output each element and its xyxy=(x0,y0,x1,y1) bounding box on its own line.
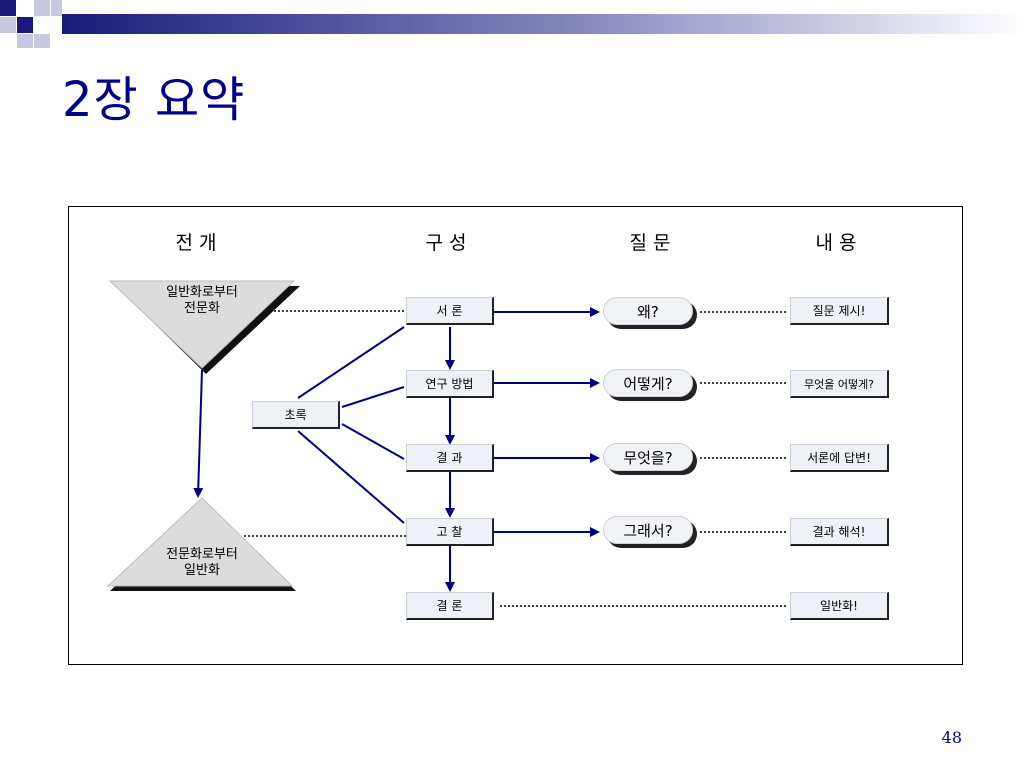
column-head-structure: 구 성 xyxy=(425,232,467,254)
arrow-triangles xyxy=(193,369,204,498)
content-interpret-results: 결과 해석! xyxy=(790,518,889,546)
abstract-to-intro xyxy=(297,326,405,399)
triangle-top xyxy=(108,280,296,369)
content-answer-intro: 서론에 답변! xyxy=(790,444,889,472)
page-title: 2장 요약 xyxy=(62,72,246,128)
section-methods: 연구 방법 xyxy=(406,370,494,398)
question-so-what: 그래서? xyxy=(603,516,697,548)
question-how: 어떻게? xyxy=(603,369,697,401)
header-decoration xyxy=(0,0,1024,48)
section-introduction: 서 론 xyxy=(406,297,494,325)
triangle-bottom-label: 전문화로부터 일반화 xyxy=(166,547,238,578)
page-number: 48 xyxy=(941,728,962,747)
section-results: 결 과 xyxy=(406,444,494,472)
content-generalize: 일반화! xyxy=(790,592,889,620)
triangle-bottom xyxy=(106,497,294,587)
question-label: 그래서? xyxy=(603,516,693,544)
triangle-top-label: 일반화로부터 전문화 xyxy=(166,285,238,316)
content-raise-question: 질문 제시! xyxy=(790,297,889,325)
column-head-content: 내 용 xyxy=(815,232,857,254)
question-label: 어떻게? xyxy=(603,369,693,397)
column-head-question: 질 문 xyxy=(629,232,671,254)
column-head-development: 전 개 xyxy=(175,232,217,254)
abstract-to-methods xyxy=(341,386,405,408)
question-label: 무엇을? xyxy=(603,443,693,471)
question-what: 무엇을? xyxy=(603,443,697,475)
section-discussion: 고 찰 xyxy=(406,518,494,546)
question-label: 왜? xyxy=(603,297,693,325)
content-what-how: 무엇을 어떻게? xyxy=(790,370,889,398)
abstract-to-discussion xyxy=(297,430,405,524)
abstract-to-results xyxy=(341,423,405,460)
section-conclusion: 결 론 xyxy=(406,592,494,620)
abstract-node: 초록 xyxy=(252,401,340,429)
question-why: 왜? xyxy=(603,297,697,329)
